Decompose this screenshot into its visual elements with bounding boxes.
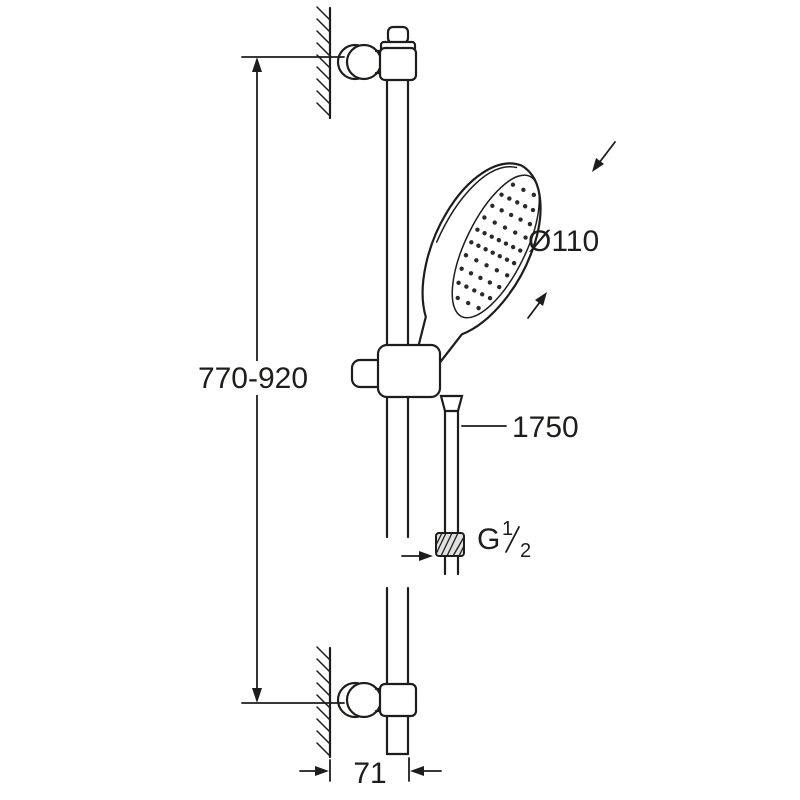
hose-length-label: 1750 bbox=[512, 411, 579, 444]
mount-clamp-bottom bbox=[378, 682, 418, 718]
nozzle-dot bbox=[487, 280, 493, 285]
mount-clamp-top bbox=[378, 46, 418, 82]
dim-rail-height: 770-920 bbox=[186, 56, 345, 704]
nozzle-dot bbox=[497, 284, 502, 290]
nozzle-dot bbox=[465, 300, 471, 306]
nozzle-dot bbox=[484, 263, 489, 268]
nozzle-dot bbox=[518, 217, 523, 222]
diameter-tick-top bbox=[598, 141, 616, 164]
hand-shower bbox=[415, 162, 542, 367]
nozzle-dot bbox=[521, 187, 526, 192]
nozzle-dot bbox=[476, 243, 481, 248]
thread-prefix-label: G bbox=[477, 523, 500, 556]
dim-wall-offset: 71 bbox=[299, 756, 442, 790]
nozzle-dot bbox=[527, 221, 533, 227]
offset-label-backing bbox=[352, 756, 389, 788]
nozzle-dot bbox=[522, 204, 528, 209]
nozzle-dot bbox=[510, 182, 516, 187]
wall-section-bottom bbox=[316, 646, 332, 759]
nozzle-dot bbox=[504, 273, 510, 278]
diameter-tick-bottom bbox=[527, 301, 541, 319]
dim-hose-length: 1750 bbox=[461, 411, 579, 444]
nozzle-dot bbox=[499, 192, 504, 197]
nozzle-dot bbox=[483, 247, 488, 252]
spray-face-outline bbox=[451, 174, 541, 319]
nozzle-dot bbox=[487, 295, 493, 301]
wall-hatching-top bbox=[316, 6, 331, 117]
nozzle-dot bbox=[513, 230, 518, 235]
wall-mount-bottom bbox=[336, 681, 418, 719]
shower-hose bbox=[435, 394, 465, 576]
nozzle-dot bbox=[480, 292, 485, 297]
arrowhead-down bbox=[252, 688, 262, 703]
nozzle-dot bbox=[507, 196, 512, 201]
nozzle-dot bbox=[459, 266, 464, 271]
nozzle-dot bbox=[468, 271, 474, 276]
rail-top-knob bbox=[386, 25, 410, 45]
arrowhead-offset-left bbox=[315, 766, 329, 776]
wall-hatching-bottom bbox=[316, 646, 331, 757]
nozzle-dot bbox=[489, 234, 494, 239]
arrowhead-offset-right bbox=[410, 766, 424, 776]
nozzle-dot bbox=[464, 284, 469, 289]
slide-rail bbox=[385, 48, 410, 756]
arrowhead-thread bbox=[419, 551, 433, 561]
nozzle-dot bbox=[463, 253, 469, 258]
nozzle-dot bbox=[474, 258, 479, 263]
holder-body bbox=[376, 343, 442, 399]
hand-shower-rim-line bbox=[435, 165, 518, 243]
nozzle-dot bbox=[475, 227, 480, 232]
label-backing bbox=[186, 361, 320, 395]
nozzle-dot bbox=[478, 275, 483, 281]
nozzle-dot bbox=[499, 208, 504, 213]
nozzle-dot bbox=[508, 212, 514, 218]
nozzle-dot bbox=[504, 257, 510, 262]
nozzle-dot bbox=[515, 200, 520, 205]
spray-nozzles bbox=[455, 182, 537, 311]
nozzle-dot bbox=[502, 225, 508, 230]
nozzle-dot bbox=[469, 240, 474, 245]
rail-height-label: 770-920 bbox=[198, 362, 308, 395]
nozzle-dot bbox=[490, 250, 495, 255]
nozzle-dot bbox=[492, 220, 497, 225]
dim-head-diameter: Ø110 bbox=[527, 141, 616, 319]
slider-holder bbox=[350, 343, 442, 399]
nozzle-dot bbox=[497, 253, 503, 259]
nozzle-dot bbox=[455, 295, 460, 301]
thread-numerator-label: 1 bbox=[502, 518, 513, 540]
nozzle-dot bbox=[503, 241, 509, 246]
nozzle-dot bbox=[482, 230, 487, 236]
nozzle-dot bbox=[456, 280, 461, 285]
head-diameter-label: Ø110 bbox=[528, 225, 599, 258]
nozzle-dot bbox=[476, 305, 481, 311]
nozzle-dot bbox=[490, 203, 495, 208]
nozzle-dot bbox=[511, 260, 517, 266]
connector-knurling bbox=[435, 532, 465, 557]
nozzle-dot bbox=[510, 244, 516, 250]
nozzle-dot bbox=[523, 235, 528, 240]
nozzle-dot bbox=[530, 207, 536, 213]
arrowhead-diameter-top bbox=[592, 158, 604, 172]
wall-offset-label: 71 bbox=[353, 757, 386, 790]
fraction-slash bbox=[505, 526, 520, 553]
wall-section-top bbox=[316, 6, 332, 120]
dim-thread-size: G 1 2 bbox=[401, 518, 531, 562]
arrowhead-up bbox=[252, 57, 262, 72]
nozzle-dot bbox=[472, 288, 477, 293]
nozzle-dot bbox=[496, 237, 502, 243]
hose-fitting-cone bbox=[439, 394, 464, 413]
nozzle-dot bbox=[482, 215, 487, 220]
thread-denominator-label: 2 bbox=[520, 540, 531, 562]
nozzle-dot bbox=[518, 248, 523, 253]
arrowhead-diameter-bottom bbox=[535, 292, 547, 306]
nozzle-dot bbox=[494, 268, 500, 273]
nozzle-dot bbox=[531, 192, 537, 198]
wall-mount-top bbox=[336, 25, 418, 82]
